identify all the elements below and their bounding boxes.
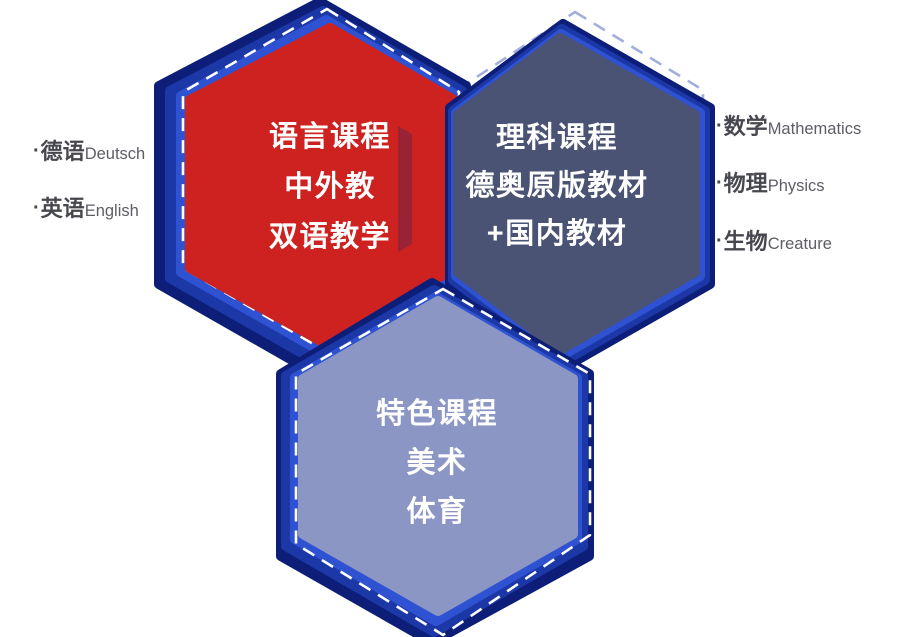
label-german-zh: 德语	[40, 139, 85, 164]
special-hexagon	[298, 296, 578, 616]
science-hexagon	[453, 33, 700, 355]
language-hexagon-caption: 语言课程 中外教 双语教学	[190, 112, 470, 262]
language-shadow-band	[398, 126, 412, 252]
label-physics-zh: 物理	[723, 171, 768, 196]
label-german: ·德语Deutsch	[33, 139, 145, 167]
language-line-3: 双语教学	[268, 221, 391, 253]
label-german-en: Deutsch	[84, 145, 146, 163]
special-line-1: 特色课程	[375, 398, 498, 430]
label-biology-en: Creature	[767, 235, 832, 253]
label-physics: ·物理Physics	[716, 171, 825, 199]
special-line-2: 美术	[406, 447, 468, 479]
science-hexagon-caption: 理科课程 德奥原版教材 +国内教材	[437, 114, 677, 258]
special-line-3: 体育	[406, 496, 468, 528]
label-english-zh: 英语	[40, 196, 85, 221]
bullet-icon: ·	[33, 140, 40, 162]
bullet-icon: ·	[716, 230, 723, 252]
label-physics-en: Physics	[767, 177, 825, 195]
special-dash-outline	[294, 287, 592, 637]
label-biology-zh: 生物	[723, 229, 768, 254]
special-hexagon-caption: 特色课程 美术 体育	[317, 390, 557, 537]
language-line-2: 中外教	[284, 171, 376, 203]
bullet-icon: ·	[33, 197, 40, 219]
label-mathematics-zh: 数学	[723, 114, 768, 139]
label-english-en: English	[84, 202, 139, 220]
bullet-icon: ·	[716, 172, 723, 194]
label-english: ·英语English	[33, 196, 139, 224]
language-line-1: 语言课程	[268, 121, 391, 153]
science-line-2: 德奥原版教材	[465, 170, 649, 202]
label-mathematics-en: Mathematics	[767, 120, 862, 138]
label-mathematics: ·数学Mathematics	[716, 114, 861, 142]
bullet-icon: ·	[716, 115, 723, 137]
label-biology: ·生物Creature	[716, 229, 832, 257]
science-line-1: 理科课程	[495, 122, 618, 154]
science-line-3: +国内教材	[486, 218, 628, 250]
